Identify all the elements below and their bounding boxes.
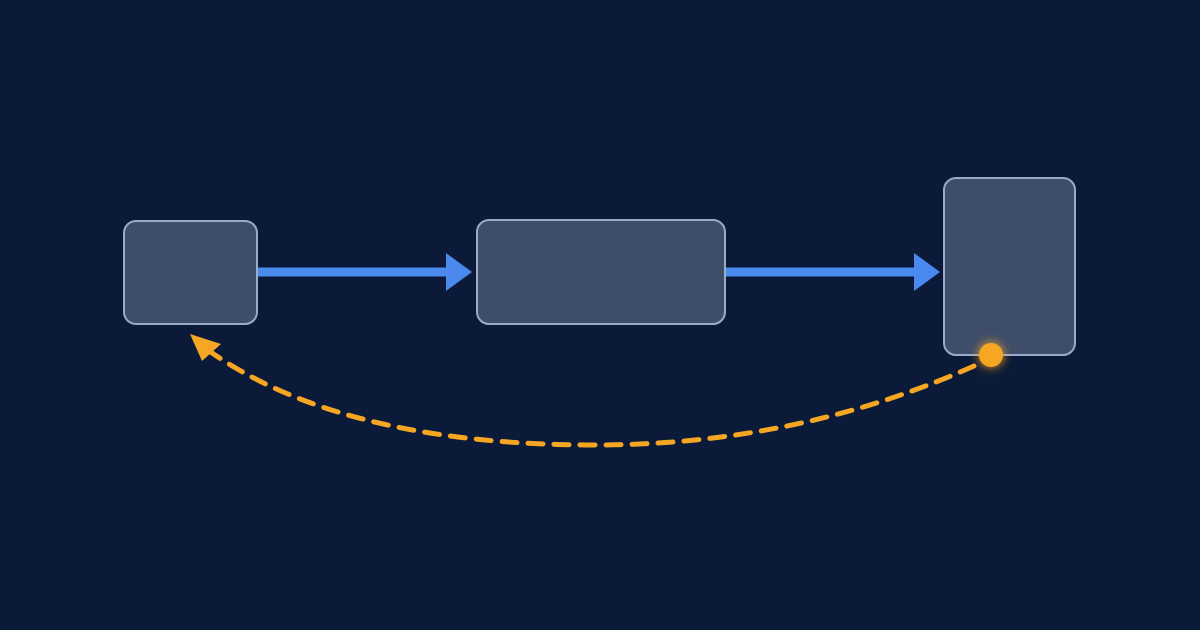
node-3-box (943, 177, 1076, 356)
node-1-box (123, 220, 258, 325)
flow-arrow-2-head (914, 253, 940, 291)
flow-arrow-2-to-3 (725, 253, 940, 291)
flow-arrow-1-to-2 (257, 253, 472, 291)
node-2-box (476, 219, 726, 325)
feedback-arrow-3-to-1 (190, 334, 977, 448)
flow-arrow-1-head (446, 253, 472, 291)
feedback-arrow-dashed-curve (202, 345, 977, 448)
feedback-arrow-head (190, 334, 221, 361)
feedback-start-dot (979, 343, 1003, 367)
